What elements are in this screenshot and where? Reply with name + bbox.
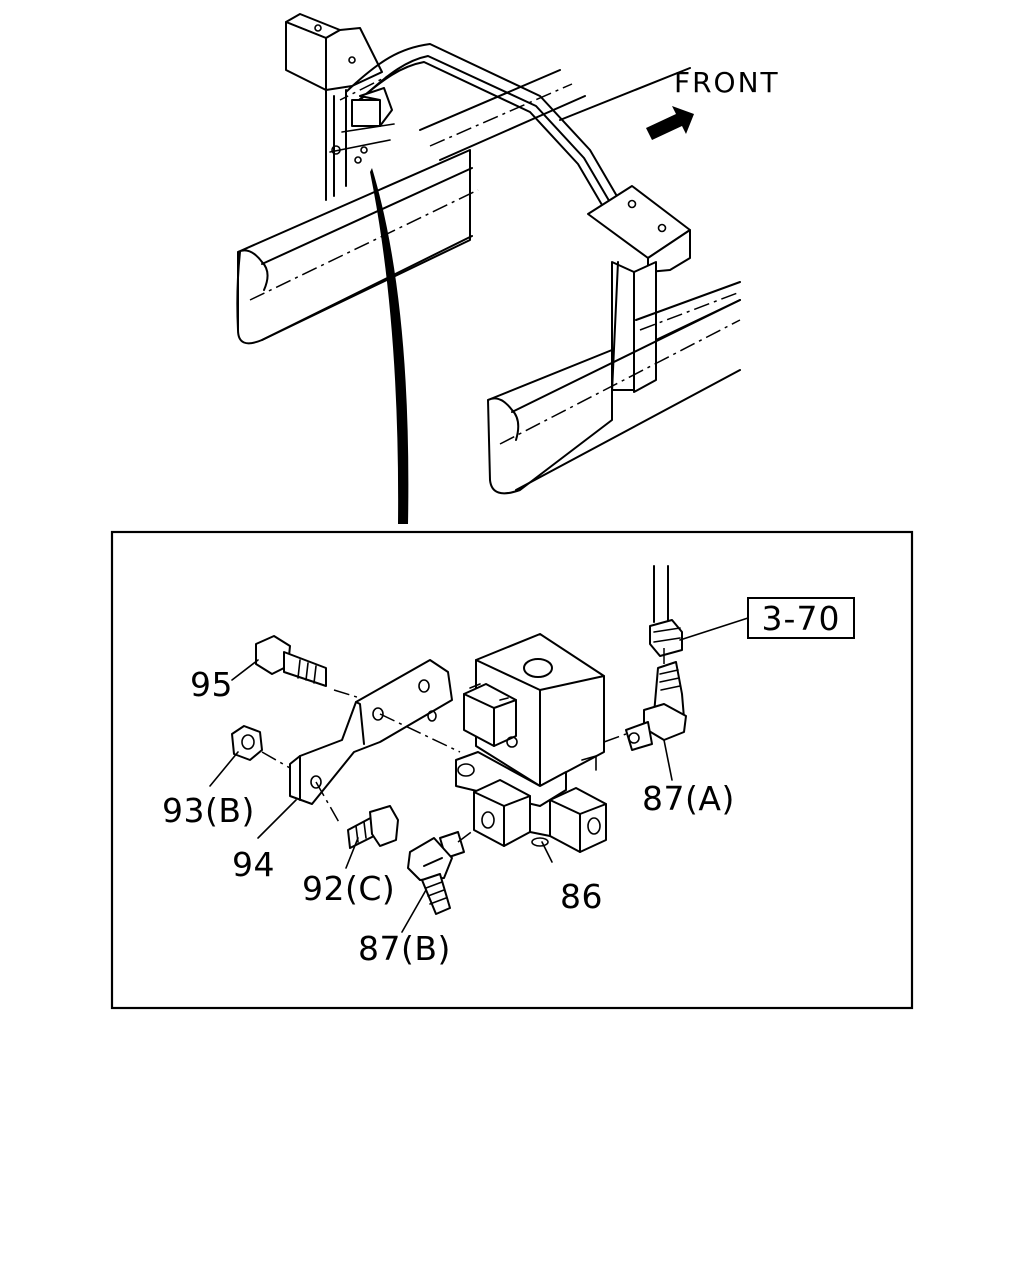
callout-87a: 87(A) — [642, 779, 735, 818]
reference-label: 3-70 — [762, 599, 841, 638]
callout-labels: 95 93(B) 94 92(C) 87(B) 86 87(A) — [162, 665, 735, 968]
detail-drawing — [231, 565, 687, 915]
front-arrow-icon — [646, 106, 694, 140]
detail-pointer-wedge — [370, 168, 409, 524]
leader-lines — [209, 617, 749, 933]
callout-86: 86 — [560, 877, 603, 916]
front-label: FRONT — [674, 66, 780, 99]
frame-overview-drawing — [236, 13, 741, 495]
callout-92c: 92(C) — [302, 869, 395, 908]
reference-box[interactable]: 3-70 — [747, 597, 855, 639]
callout-87b: 87(B) — [358, 929, 451, 968]
callout-95: 95 — [190, 665, 233, 704]
detail-frame — [110, 530, 914, 1010]
front-indicator: FRONT — [646, 66, 780, 140]
callout-94: 94 — [232, 845, 275, 884]
callout-93b: 93(B) — [162, 791, 255, 830]
